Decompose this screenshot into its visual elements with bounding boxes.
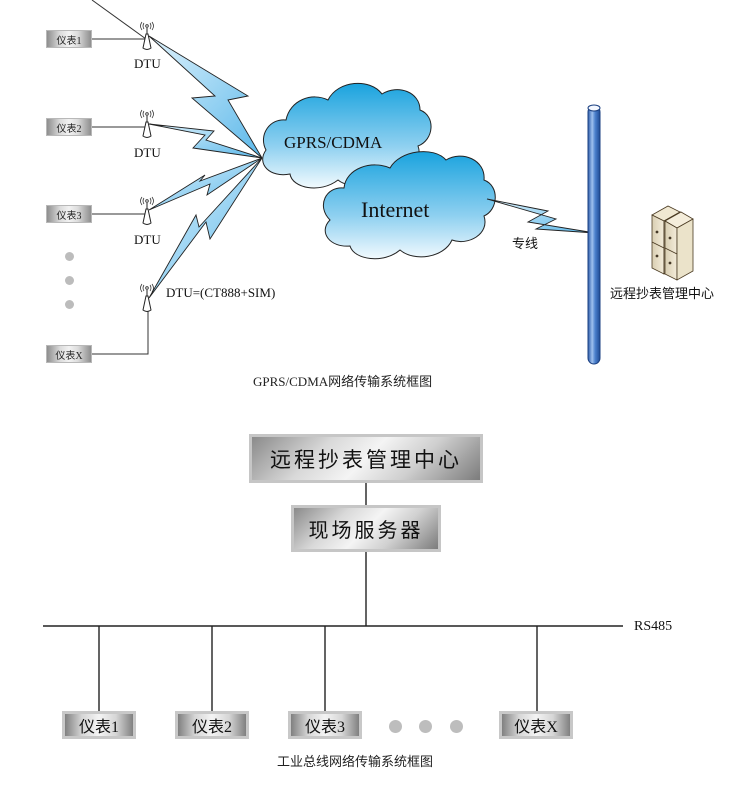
bus-meter-box-3: 仪表3 xyxy=(288,711,362,739)
ellipsis-dot xyxy=(65,276,74,285)
dtu-label: DTU xyxy=(134,56,161,71)
meter-label: 仪表X xyxy=(55,350,83,362)
ellipsis-dot xyxy=(389,720,402,733)
bottom-diagram-caption: 工业总线网络传输系统框图 xyxy=(277,754,434,769)
ellipsis-dot xyxy=(419,720,432,733)
bus-lines xyxy=(43,483,623,711)
dtu-label: DTU xyxy=(134,145,161,160)
meter-label: 仪表1 xyxy=(56,35,82,47)
meter-label: 仪表3 xyxy=(304,719,345,736)
ellipsis-dot xyxy=(65,300,74,309)
meter-label: 仪表3 xyxy=(56,210,82,222)
management-center-label: 远程抄表管理中心 xyxy=(270,447,462,472)
meter-box-x: 仪表X xyxy=(46,345,92,363)
dtu-antenna-icon xyxy=(140,21,154,50)
top-diagram-caption: GPRS/CDMA网络传输系统框图 xyxy=(253,374,433,389)
field-server-box: 现场服务器 xyxy=(291,505,441,552)
management-center-box: 远程抄表管理中心 xyxy=(249,434,483,483)
meter-box-1: 仪表1 xyxy=(46,30,92,48)
internet-cloud-label: Internet xyxy=(361,197,430,222)
meter-links xyxy=(91,0,149,355)
meter-label: 仪表X xyxy=(514,719,558,736)
gprs-cloud-label: GPRS/CDMA xyxy=(284,133,383,152)
meter-label: 仪表2 xyxy=(191,719,232,736)
gprs-cloud xyxy=(262,82,432,189)
internet-cloud xyxy=(323,151,496,260)
field-server-label: 现场服务器 xyxy=(308,518,424,542)
backbone-pipe xyxy=(587,104,601,365)
dtu-antenna-icon xyxy=(140,283,154,312)
dtu-antenna-icon xyxy=(140,109,154,138)
meter-label: 仪表2 xyxy=(56,123,82,135)
meter-label: 仪表1 xyxy=(78,719,119,736)
dedicated-line-bolt xyxy=(486,198,596,234)
server-icon xyxy=(651,205,694,281)
bus-meter-box-2: 仪表2 xyxy=(175,711,249,739)
bus-meter-box-x: 仪表X xyxy=(499,711,573,739)
meter-box-2: 仪表2 xyxy=(46,118,92,136)
server-label: 远程抄表管理中心 xyxy=(610,287,715,302)
dedicated-line-label: 专线 xyxy=(512,237,539,252)
wireless-links xyxy=(148,35,263,299)
dtu-label: DTU xyxy=(134,232,161,247)
rs485-label: RS485 xyxy=(634,619,673,634)
ellipsis-dot xyxy=(450,720,463,733)
meter-box-3: 仪表3 xyxy=(46,205,92,223)
bus-meter-box-1: 仪表1 xyxy=(62,711,136,739)
ellipsis-dot xyxy=(65,252,74,261)
dtu-full-label: DTU=(CT888+SIM) xyxy=(166,285,276,300)
dtu-antenna-icon xyxy=(140,196,154,225)
